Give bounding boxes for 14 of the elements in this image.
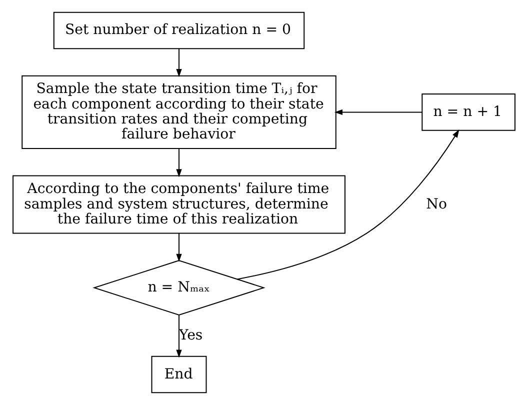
node-box: n = n + 1 [421, 94, 515, 131]
arrow [176, 148, 182, 178]
node-diamond: n = Nₘₐₓ [92, 260, 265, 316]
node-box: Set number of realization n = 0 [52, 12, 304, 50]
arrow [176, 233, 182, 262]
node-box: Sample the state transition time Tᵢ,ⱼ for each component according to their state transition rates and their competing failure behavior [21, 75, 336, 150]
arrow [176, 315, 182, 358]
arrow [334, 109, 422, 116]
edge-label: Yes [178, 327, 202, 344]
edge-label: No [426, 196, 447, 212]
arrow [236, 129, 459, 280]
arrow [176, 48, 182, 78]
node-box: According to the components' failure time samples and system structures, determine the failure time of this realization [12, 175, 345, 234]
node-box: End [150, 356, 206, 394]
